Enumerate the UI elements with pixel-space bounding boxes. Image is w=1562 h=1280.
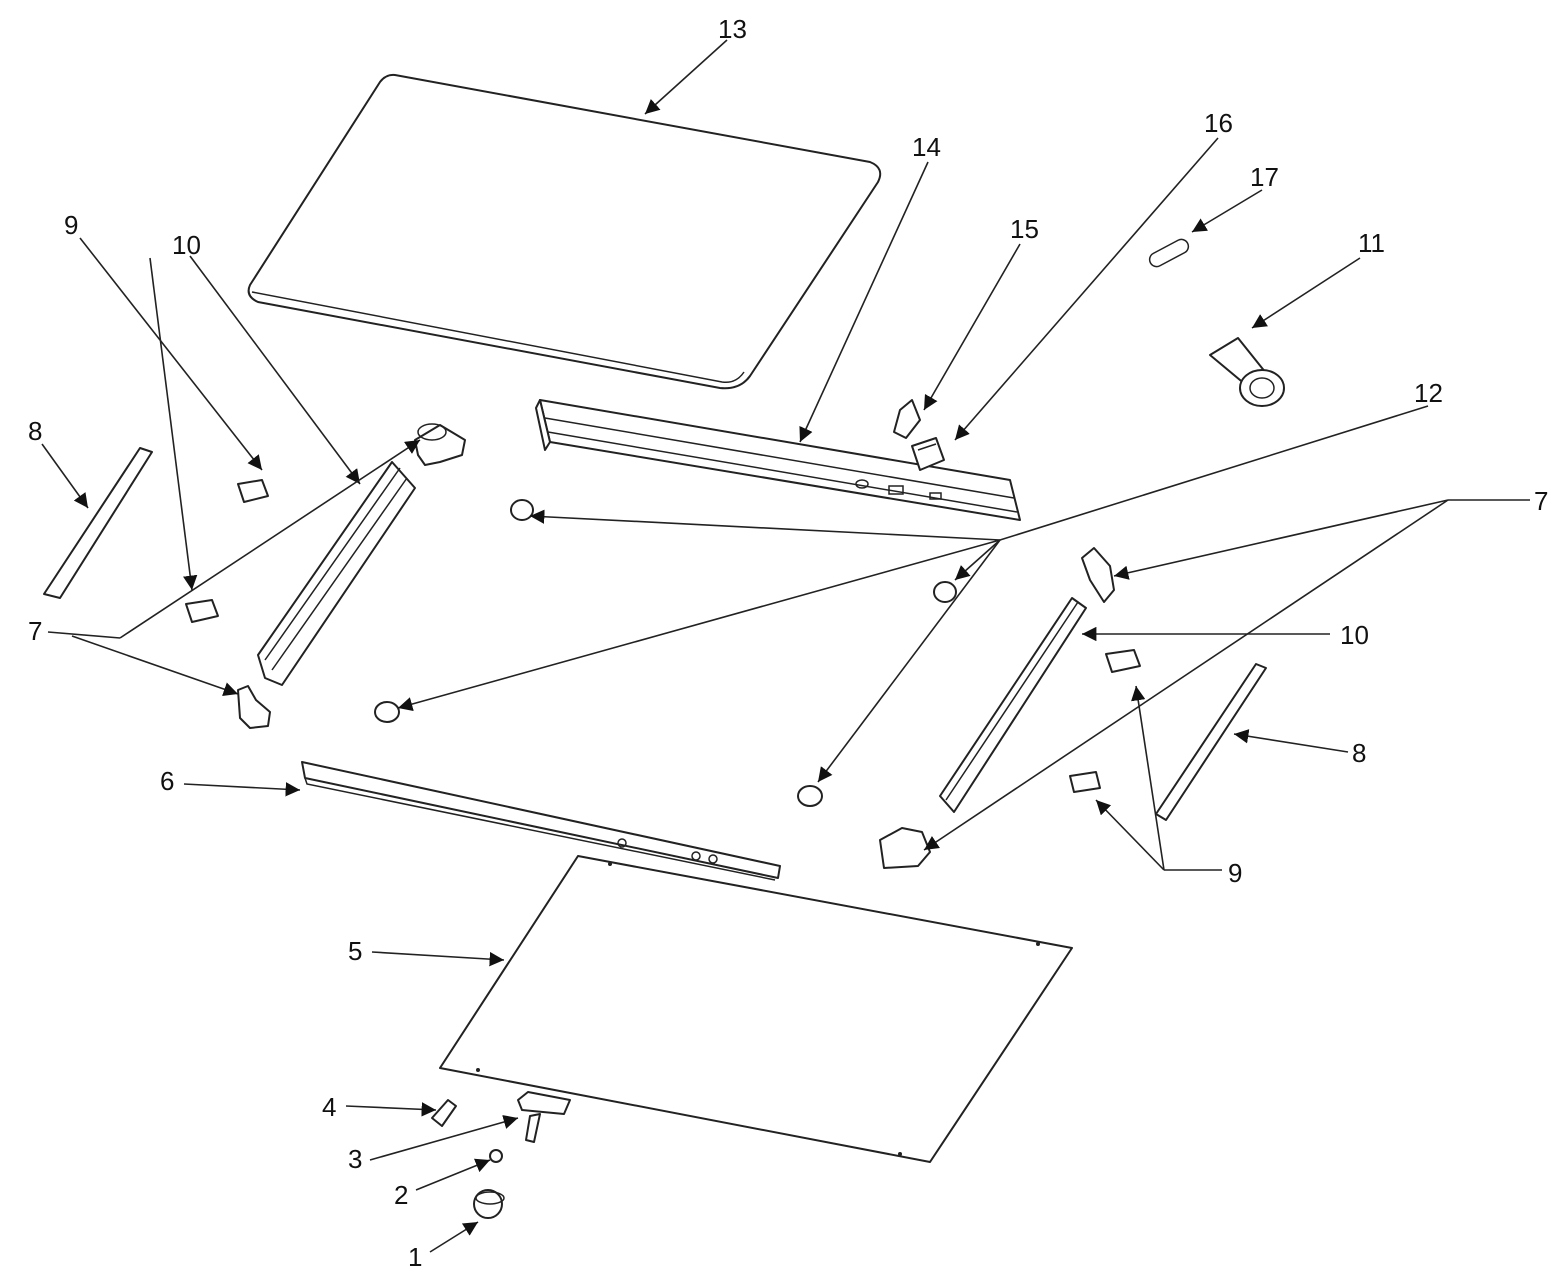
- leader-lines: [41, 39, 1530, 1253]
- callout-16: 12: [1414, 378, 1443, 408]
- part-3-latch: [517, 1091, 571, 1143]
- part-14-switch: [911, 437, 945, 471]
- callout-9-right: 9: [1228, 858, 1242, 888]
- callout-14: 16: [1204, 108, 1233, 138]
- part-7-right-lower-hinge: [879, 827, 931, 869]
- callout-5: 5: [348, 936, 362, 966]
- callout-1: 1: [408, 1242, 422, 1272]
- part-2-nut: [489, 1149, 503, 1163]
- part-11-top-panel: [247, 73, 882, 390]
- part-12-rear-rail: [535, 399, 1021, 521]
- part-10-right-side-rail: [939, 597, 1087, 813]
- callout-7-right: 7: [1534, 486, 1548, 516]
- callout-11: 13: [718, 14, 747, 44]
- part-13-connector: [893, 399, 921, 439]
- callout-17: 17: [1250, 162, 1279, 192]
- callout-15: 11: [1358, 228, 1385, 258]
- callout-7-left: 7: [28, 616, 42, 646]
- part-8-left-rod: [43, 447, 153, 599]
- callout-8-right: 8: [1352, 738, 1366, 768]
- part-7-left-lower-hinge: [237, 685, 271, 729]
- part-16-feet: [374, 499, 957, 807]
- callout-8-left: 8: [28, 416, 42, 446]
- part-17-clip: [1148, 238, 1190, 268]
- part-7-left-upper-hinge: [414, 423, 466, 466]
- part-1-knob: [473, 1189, 505, 1219]
- part-5-base-board: [439, 855, 1073, 1163]
- callout-10-left: 10: [172, 230, 201, 260]
- callout-13: 15: [1010, 214, 1039, 244]
- callout-labels: 13 14 15 16 17 11 12 7 10 8 9 9 10 8 7 6…: [28, 14, 1548, 1272]
- callout-10-right: 10: [1340, 620, 1369, 650]
- callout-6: 6: [160, 766, 174, 796]
- part-15-gooseneck-lamp: [955, 297, 1285, 463]
- callout-3: 3: [348, 1144, 362, 1174]
- part-8-right-rod: [1155, 663, 1267, 821]
- part-10-left-side-rail: [257, 461, 416, 686]
- part-6-front-rail: [301, 761, 781, 881]
- part-4-pin: [431, 1099, 457, 1127]
- callout-4: 4: [322, 1092, 336, 1122]
- part-9-left-caps: [185, 479, 269, 623]
- part-7-right-upper-hinge: [1081, 547, 1115, 603]
- callout-2: 2: [394, 1180, 408, 1210]
- callout-9-left: 9: [64, 210, 78, 240]
- part-9-right-caps: [1069, 649, 1141, 793]
- callout-12: 14: [912, 132, 941, 162]
